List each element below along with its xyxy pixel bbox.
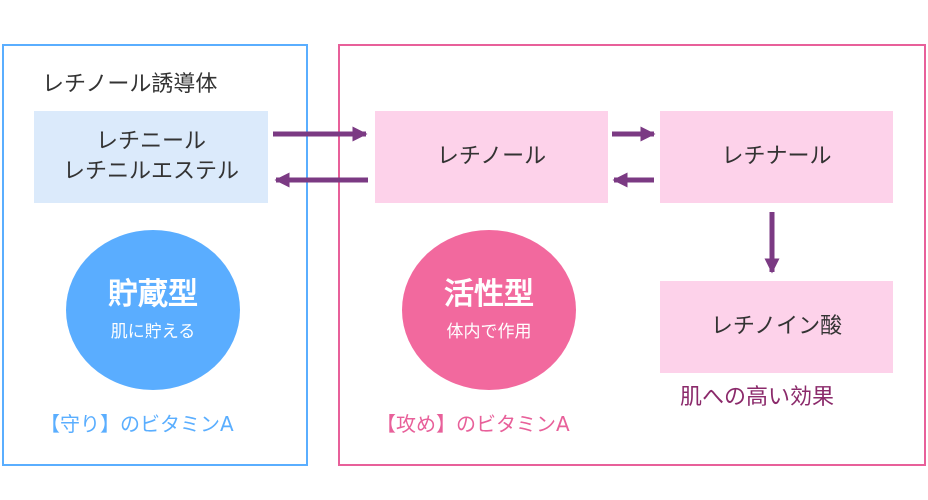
- attack-vitamin-a-caption: 【攻め】のビタミンA: [376, 412, 570, 436]
- skin-effect-caption: 肌への高い効果: [680, 385, 835, 410]
- retinyl-label: レチニール: [95, 129, 206, 154]
- retinyl-ester-box: レチニール レチニルエステル: [34, 111, 268, 203]
- active-panel: [338, 44, 926, 466]
- storage-type-title: 貯蔵型: [108, 277, 198, 312]
- active-type-title: 活性型: [444, 277, 534, 312]
- retinyl-ester-label: レチニルエステル: [62, 159, 239, 184]
- storage-panel: [2, 44, 308, 466]
- protect-vitamin-a-caption: 【守り】のビタミンA: [40, 412, 234, 436]
- retinal-label: レチナール: [721, 144, 832, 169]
- storage-type-circle: 貯蔵型 肌に貯える: [66, 230, 240, 390]
- active-type-subtitle: 体内で作用: [446, 322, 532, 342]
- storage-type-subtitle: 肌に貯える: [110, 322, 196, 342]
- retinol-label: レチノール: [436, 144, 547, 169]
- retinol-derivative-title: レチノール誘導体: [42, 72, 218, 97]
- active-type-circle: 活性型 体内で作用: [402, 230, 576, 390]
- retinol-box: レチノール: [375, 111, 608, 203]
- retinoic-acid-label: レチノイン酸: [710, 314, 843, 339]
- retinal-box: レチナール: [660, 111, 893, 203]
- retinoic-acid-box: レチノイン酸: [660, 281, 893, 373]
